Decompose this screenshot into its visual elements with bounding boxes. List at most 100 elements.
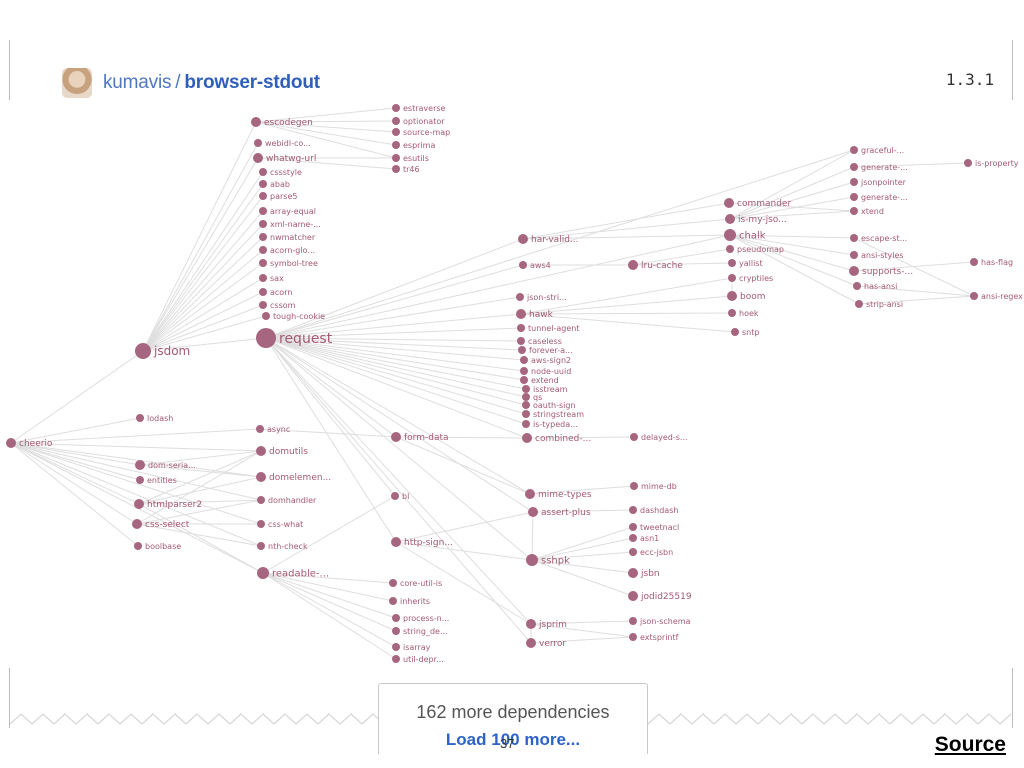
dependency-node-graceful[interactable]: graceful-... (850, 146, 904, 155)
node-label[interactable]: lru-cache (641, 261, 683, 271)
node-label[interactable]: nth-check (268, 542, 308, 551)
dependency-node-boolbase[interactable]: boolbase (134, 542, 181, 551)
node-label[interactable]: tr46 (403, 165, 420, 174)
node-dot[interactable] (728, 259, 736, 267)
node-label[interactable]: jodid25519 (640, 592, 692, 602)
node-dot[interactable] (526, 554, 538, 566)
dependency-node-form-data[interactable]: form-data (391, 432, 449, 443)
dependency-node-extsprintf[interactable]: extsprintf (629, 633, 679, 642)
node-dot[interactable] (517, 337, 525, 345)
node-label[interactable]: extsprintf (640, 633, 679, 642)
node-label[interactable]: htmlparser2 (147, 500, 202, 510)
dependency-node-sax[interactable]: sax (259, 274, 284, 283)
dependency-node-domutils[interactable]: domutils (256, 446, 308, 457)
node-label[interactable]: esprima (403, 141, 435, 150)
node-dot[interactable] (522, 410, 530, 418)
dependency-node-bl[interactable]: bl (391, 492, 409, 501)
dependency-node-esprima[interactable]: esprima (392, 141, 435, 150)
node-label[interactable]: delayed-s... (641, 433, 688, 442)
node-label[interactable]: har-valid... (531, 235, 579, 245)
node-dot[interactable] (132, 519, 142, 529)
node-label[interactable]: xml-name-... (270, 220, 321, 229)
dependency-node-css-select[interactable]: css-select (132, 519, 190, 530)
node-label[interactable]: entities (147, 476, 177, 485)
node-dot[interactable] (520, 376, 528, 384)
dependency-node-process-n[interactable]: process-n... (392, 614, 449, 623)
node-label[interactable]: sshpk (541, 556, 570, 567)
node-label[interactable]: dom-seria... (148, 461, 196, 470)
dependency-node-whatwg-url[interactable]: whatwg-url (253, 153, 316, 164)
dependency-node-jsdom[interactable]: jsdom (135, 343, 190, 359)
node-label[interactable]: cssom (270, 301, 296, 310)
node-label[interactable]: qs (533, 393, 542, 402)
node-label[interactable]: nwmatcher (270, 233, 316, 242)
node-label[interactable]: form-data (404, 433, 449, 443)
dependency-node-xtend[interactable]: xtend (850, 207, 884, 216)
node-dot[interactable] (629, 617, 637, 625)
node-dot[interactable] (850, 178, 858, 186)
node-label[interactable]: ansi-styles (861, 251, 904, 260)
dependency-node-estraverse[interactable]: estraverse (392, 104, 446, 113)
node-dot[interactable] (731, 328, 739, 336)
dependency-node-json-stri[interactable]: json-stri... (516, 293, 567, 302)
node-label[interactable]: forever-a... (529, 346, 573, 355)
dependency-node-util-depr[interactable]: util-depr... (392, 655, 444, 664)
dependency-node-delayed-s[interactable]: delayed-s... (630, 433, 688, 442)
node-dot[interactable] (134, 542, 142, 550)
node-dot[interactable] (526, 619, 536, 629)
node-dot[interactable] (522, 393, 530, 401)
node-label[interactable]: cheerio (19, 439, 53, 449)
node-dot[interactable] (257, 567, 269, 579)
node-label[interactable]: estraverse (403, 104, 446, 113)
node-dot[interactable] (726, 245, 734, 253)
node-dot[interactable] (259, 168, 267, 176)
node-dot[interactable] (525, 489, 535, 499)
node-label[interactable]: parse5 (270, 192, 297, 201)
node-dot[interactable] (259, 288, 267, 296)
dependency-node-asn1[interactable]: asn1 (629, 534, 659, 543)
node-label[interactable]: stringstream (533, 410, 584, 419)
node-label[interactable]: cssstyle (270, 168, 302, 177)
node-dot[interactable] (6, 438, 16, 448)
node-label[interactable]: source-map (403, 128, 450, 137)
node-label[interactable]: combined-... (535, 434, 591, 444)
node-dot[interactable] (259, 207, 267, 215)
node-dot[interactable] (629, 548, 637, 556)
node-label[interactable]: string_de... (403, 627, 448, 636)
node-label[interactable]: assert-plus (541, 508, 591, 518)
node-dot[interactable] (853, 282, 861, 290)
dependency-node-tr46[interactable]: tr46 (392, 165, 420, 174)
node-label[interactable]: generate-... (861, 193, 908, 202)
dependency-node-json-schema[interactable]: json-schema (629, 617, 691, 626)
dependency-node-readable[interactable]: readable-... (257, 567, 329, 580)
dependency-node-async[interactable]: async (256, 425, 290, 434)
dependency-node-cssstyle[interactable]: cssstyle (259, 168, 302, 177)
dependency-node-mime-types[interactable]: mime-types (525, 489, 592, 500)
dependency-node-escodegen[interactable]: escodegen (251, 117, 313, 128)
dependency-node-assert-plus[interactable]: assert-plus (528, 507, 591, 518)
dependency-node-ansi-regex[interactable]: ansi-regex (970, 292, 1023, 301)
node-label[interactable]: oauth-sign (533, 401, 576, 410)
dependency-node-stringstream[interactable]: stringstream (522, 410, 584, 419)
node-label[interactable]: jsprim (538, 620, 567, 630)
dependency-node-webidl-co[interactable]: webidl-co... (254, 139, 311, 148)
node-dot[interactable] (392, 655, 400, 663)
dependency-node-parse5[interactable]: parse5 (259, 192, 297, 201)
node-dot[interactable] (256, 425, 264, 433)
node-dot[interactable] (629, 506, 637, 514)
node-dot[interactable] (526, 638, 536, 648)
node-dot[interactable] (259, 274, 267, 282)
node-label[interactable]: has-ansi (864, 282, 897, 291)
node-label[interactable]: readable-... (272, 569, 329, 580)
node-dot[interactable] (259, 259, 267, 267)
node-dot[interactable] (630, 433, 638, 441)
dependency-node-symbol-tree[interactable]: symbol-tree (259, 259, 318, 268)
node-dot[interactable] (389, 597, 397, 605)
node-dot[interactable] (259, 220, 267, 228)
dependency-node-tweetnacl[interactable]: tweetnacl (629, 523, 679, 532)
dependency-node-oauth-sign[interactable]: oauth-sign (522, 401, 576, 410)
dependency-node-generate[interactable]: generate-... (850, 163, 908, 172)
node-dot[interactable] (262, 312, 270, 320)
dependency-node-sshpk[interactable]: sshpk (526, 554, 570, 567)
node-label[interactable]: jsdom (153, 344, 190, 358)
